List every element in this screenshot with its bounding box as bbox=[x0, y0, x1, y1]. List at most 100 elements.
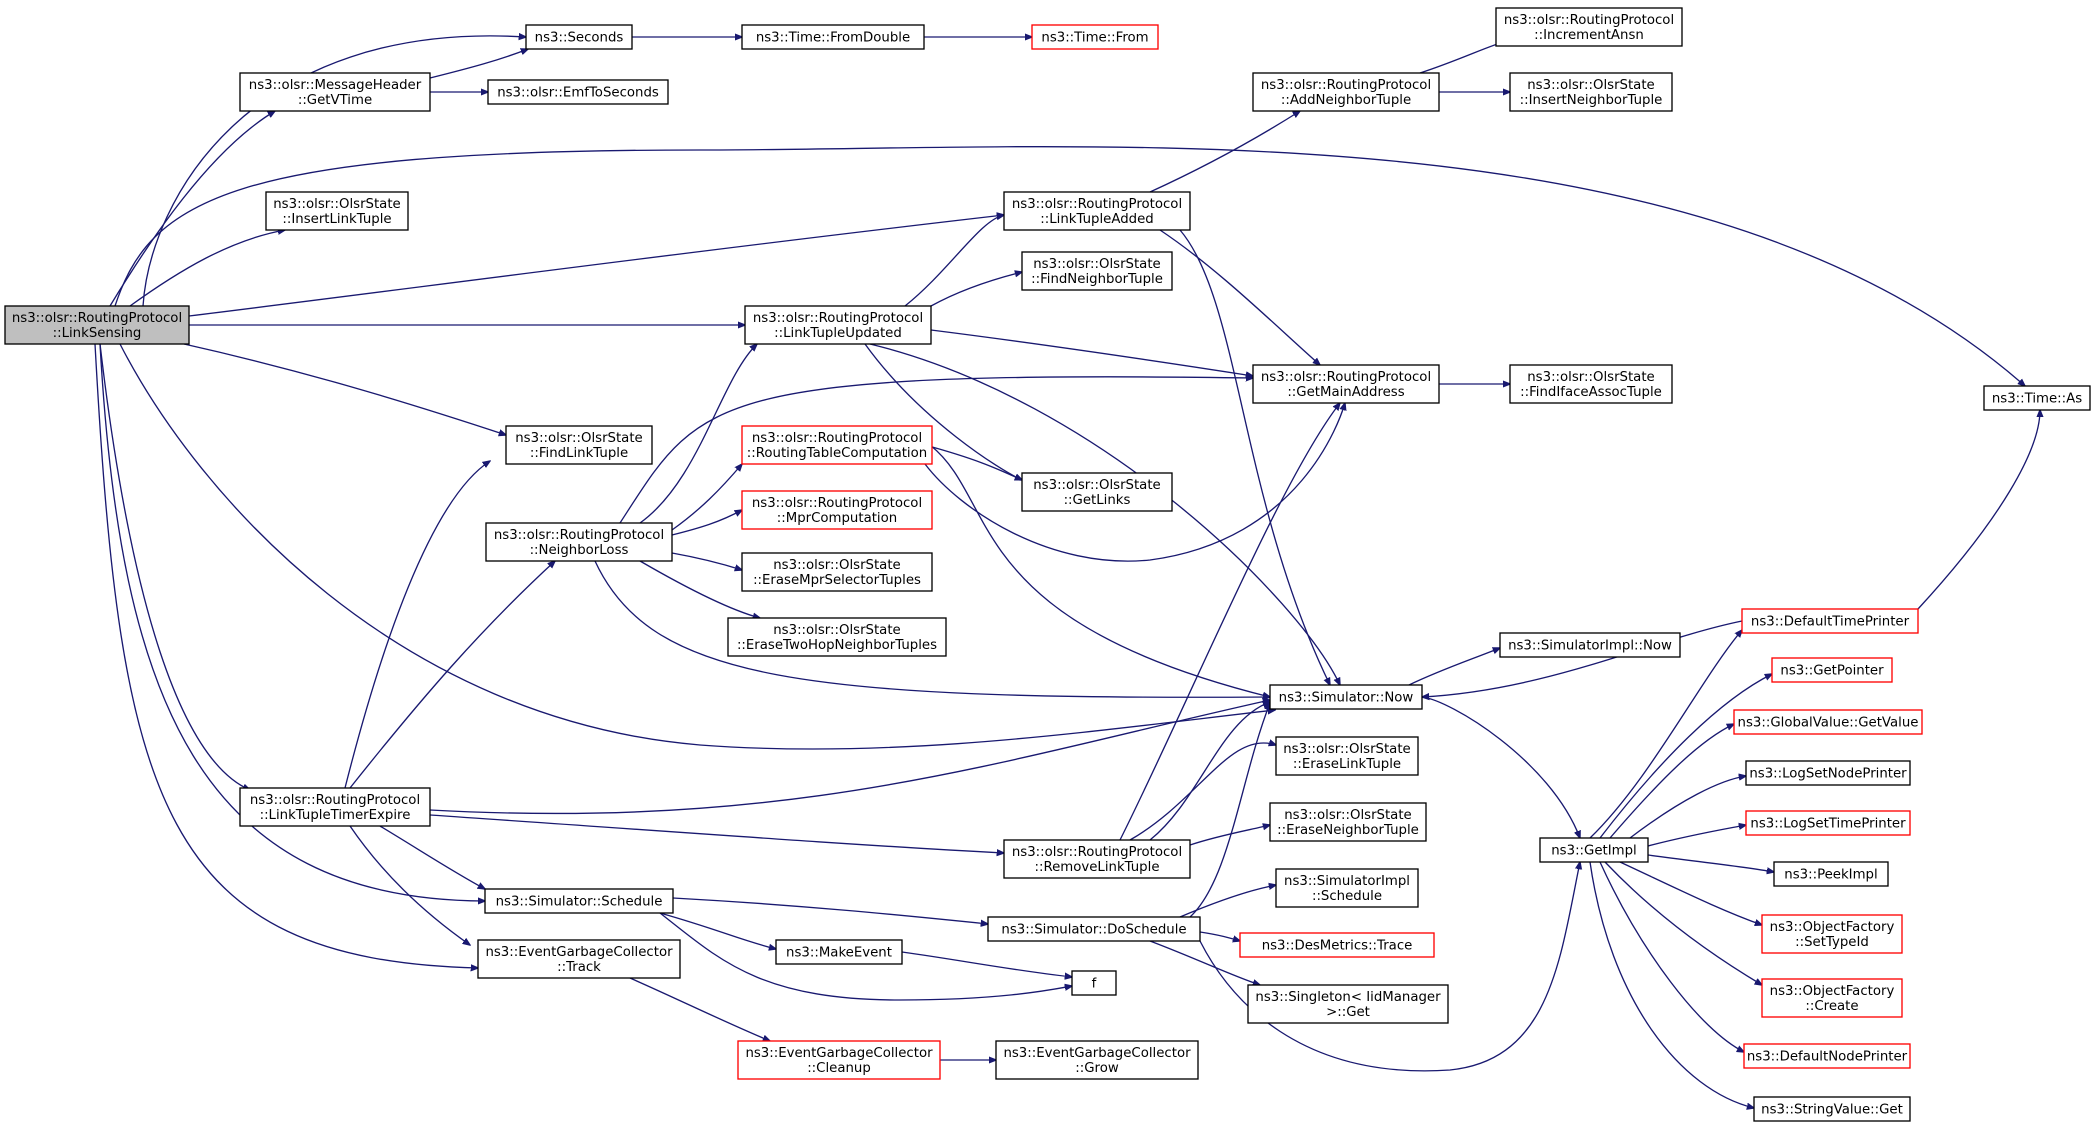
edge-linktupleupdated-to-findneighbortuple bbox=[930, 272, 1022, 307]
edge-neighborloss-to-linktupleupdated bbox=[639, 344, 757, 524]
node-box bbox=[775, 939, 903, 965]
node-objectfactorysettypeid[interactable]: ns3::ObjectFactory::SetTypeId bbox=[1761, 914, 1903, 954]
edge-simulatorschedule-to-f bbox=[659, 912, 1072, 1001]
node-simulatorimplschedule[interactable]: ns3::SimulatorImpl::Schedule bbox=[1275, 868, 1419, 908]
node-erasemprselectortuples[interactable]: ns3::olsr::OlsrState::EraseMprSelectorTu… bbox=[741, 552, 933, 592]
node-defaultnodeprinter[interactable]: ns3::DefaultNodePrinter bbox=[1743, 1043, 1911, 1069]
node-emftoseconds[interactable]: ns3::olsr::EmfToSeconds bbox=[487, 79, 669, 105]
node-box bbox=[1275, 868, 1419, 908]
node-eraseneighbortuple[interactable]: ns3::olsr::OlsrState::EraseNeighborTuple bbox=[1269, 802, 1427, 842]
edge-doschedule-to-singletonget bbox=[1149, 940, 1260, 985]
edge-getimpl-to-getpointer bbox=[1599, 674, 1772, 839]
node-neighborloss[interactable]: ns3::olsr::RoutingProtocol::NeighborLoss bbox=[485, 522, 673, 562]
node-label: ::EraseTwoHopNeighborTuples bbox=[737, 638, 937, 653]
node-box bbox=[1509, 72, 1673, 112]
node-label: ns3::olsr::OlsrState bbox=[773, 623, 900, 638]
node-getmainaddress[interactable]: ns3::olsr::RoutingProtocol::GetMainAddre… bbox=[1252, 364, 1440, 404]
edge-linksensing-to-simulatorschedule bbox=[99, 343, 485, 901]
node-label: ns3::DefaultNodePrinter bbox=[1747, 1050, 1908, 1065]
node-linktupletimerexpire[interactable]: ns3::olsr::RoutingProtocol::LinkTupleTim… bbox=[239, 787, 431, 827]
node-box bbox=[1252, 72, 1440, 112]
node-findlinktuple[interactable]: ns3::olsr::OlsrState::FindLinkTuple bbox=[505, 425, 653, 465]
node-singletonget[interactable]: ns3::Singleton< IidManager >::Get bbox=[1247, 984, 1449, 1024]
node-stringvalueget[interactable]: ns3::StringValue::Get bbox=[1753, 1096, 1911, 1122]
node-egccleanup[interactable]: ns3::EventGarbageCollector::Cleanup bbox=[737, 1040, 941, 1080]
edge-simulatornow-to-getimpl bbox=[1421, 696, 1580, 838]
node-label: ::EraseNeighborTuple bbox=[1277, 823, 1419, 838]
node-insertneighbortuple[interactable]: ns3::olsr::OlsrState::InsertNeighborTupl… bbox=[1509, 72, 1673, 112]
node-label: ::LinkTupleTimerExpire bbox=[260, 808, 411, 823]
edge-linktupleupdated-to-linktupleadded bbox=[904, 215, 1004, 307]
node-simulatorimplnow[interactable]: ns3::SimulatorImpl::Now bbox=[1499, 632, 1681, 658]
edge-getimpl-to-defaulttimeprinter bbox=[1589, 630, 1742, 839]
node-label: ::Create bbox=[1805, 999, 1858, 1014]
node-doschedule[interactable]: ns3::Simulator::DoSchedule bbox=[987, 916, 1201, 942]
node-label: ns3::olsr::OlsrState bbox=[1284, 808, 1411, 823]
node-addneighbortuple[interactable]: ns3::olsr::RoutingProtocol::AddNeighborT… bbox=[1252, 72, 1440, 112]
node-timefrom[interactable]: ns3::Time::From bbox=[1031, 24, 1159, 50]
edge-routingtablecomputation-to-getlinks bbox=[924, 444, 1022, 480]
node-timeas[interactable]: ns3::Time::As bbox=[1983, 385, 2091, 411]
edge-makeevent-to-f bbox=[901, 951, 1072, 977]
node-findneighbortuple[interactable]: ns3::olsr::OlsrState::FindNeighborTuple bbox=[1021, 251, 1173, 291]
node-findifaceassoctuple[interactable]: ns3::olsr::OlsrState::FindIfaceAssocTupl… bbox=[1509, 364, 1673, 404]
node-logsettimeprinter[interactable]: ns3::LogSetTimePrinter bbox=[1745, 810, 1911, 836]
node-makeevent[interactable]: ns3::MakeEvent bbox=[775, 939, 903, 965]
node-desmetricstrace[interactable]: ns3::DesMetrics::Trace bbox=[1239, 932, 1435, 958]
node-peekimpl[interactable]: ns3::PeekImpl bbox=[1773, 861, 1889, 887]
node-egcgrow[interactable]: ns3::EventGarbageCollector::Grow bbox=[995, 1040, 1199, 1080]
node-label: ns3::olsr::EmfToSeconds bbox=[497, 86, 659, 101]
node-label: ns3::DesMetrics::Trace bbox=[1262, 939, 1413, 954]
node-label: ns3::olsr::RoutingProtocol bbox=[1012, 197, 1182, 212]
node-box bbox=[1021, 472, 1173, 512]
node-seconds[interactable]: ns3::Seconds bbox=[525, 24, 633, 50]
node-label: ::NeighborLoss bbox=[530, 543, 629, 558]
node-defaulttimeprinter[interactable]: ns3::DefaultTimePrinter bbox=[1741, 608, 1919, 634]
edge-linksensing-to-getvtime bbox=[109, 111, 275, 307]
node-linktupleadded[interactable]: ns3::olsr::RoutingProtocol::LinkTupleAdd… bbox=[1003, 191, 1191, 231]
node-label: ns3::olsr::OlsrState bbox=[1283, 742, 1410, 757]
node-objectfactorycreate[interactable]: ns3::ObjectFactory::Create bbox=[1761, 978, 1903, 1018]
node-label: ns3::olsr::OlsrState bbox=[515, 431, 642, 446]
node-erasetwohopneighbortuples[interactable]: ns3::olsr::OlsrState::EraseTwoHopNeighbo… bbox=[727, 617, 947, 657]
node-insertlinktuple[interactable]: ns3::olsr::OlsrState::InsertLinkTuple bbox=[265, 191, 409, 231]
node-label: ns3::ObjectFactory bbox=[1770, 920, 1895, 935]
node-fromdouble[interactable]: ns3::Time::FromDouble bbox=[741, 24, 925, 50]
node-label: ns3::olsr::RoutingProtocol bbox=[1504, 13, 1674, 28]
node-linktupleupdated[interactable]: ns3::olsr::RoutingProtocol::LinkTupleUpd… bbox=[744, 305, 932, 345]
node-mprcomputation[interactable]: ns3::olsr::RoutingProtocol::MprComputati… bbox=[741, 490, 933, 530]
node-label: ::Schedule bbox=[1312, 889, 1382, 904]
node-getlinks[interactable]: ns3::olsr::OlsrState::GetLinks bbox=[1021, 472, 1173, 512]
node-box bbox=[1275, 736, 1419, 776]
node-simulatornow[interactable]: ns3::Simulator::Now bbox=[1269, 684, 1423, 710]
node-eraselinktuple[interactable]: ns3::olsr::OlsrState::EraseLinkTuple bbox=[1275, 736, 1419, 776]
node-routingtablecomputation[interactable]: ns3::olsr::RoutingProtocol::RoutingTable… bbox=[741, 425, 933, 465]
node-box bbox=[727, 617, 947, 657]
node-logsetnodeprinter[interactable]: ns3::LogSetNodePrinter bbox=[1745, 760, 1911, 786]
node-label: ns3::Time::FromDouble bbox=[756, 31, 910, 46]
node-label: ::InsertLinkTuple bbox=[282, 212, 391, 227]
node-getpointer[interactable]: ns3::GetPointer bbox=[1771, 657, 1893, 683]
edge-getimpl-to-logsetnodeprinter bbox=[1629, 776, 1746, 839]
node-label: ::RoutingTableComputation bbox=[747, 446, 927, 461]
node-getimpl[interactable]: ns3::GetImpl bbox=[1539, 837, 1649, 863]
node-label: ::Cleanup bbox=[807, 1061, 871, 1076]
node-egctrack[interactable]: ns3::EventGarbageCollector::Track bbox=[477, 939, 681, 979]
node-label: ns3::PeekImpl bbox=[1784, 868, 1877, 883]
node-label: ::LinkTupleUpdated bbox=[774, 326, 902, 341]
node-box bbox=[744, 305, 932, 345]
edge-neighborloss-to-simulatornow bbox=[594, 560, 1270, 697]
node-globalvaluegetvalue[interactable]: ns3::GlobalValue::GetValue bbox=[1733, 709, 1923, 735]
node-f[interactable]: f bbox=[1071, 970, 1117, 996]
edge-linktupletimerexpire-to-removelinktuple bbox=[429, 814, 1004, 853]
node-simulatorschedule[interactable]: ns3::Simulator::Schedule bbox=[484, 888, 674, 914]
edge-getimpl-to-peekimpl bbox=[1647, 854, 1774, 872]
node-label: ::IncrementAnsn bbox=[1534, 28, 1644, 43]
node-removelinktuple[interactable]: ns3::olsr::RoutingProtocol::RemoveLinkTu… bbox=[1003, 839, 1191, 879]
node-incrementansn[interactable]: ns3::olsr::RoutingProtocol::IncrementAns… bbox=[1495, 7, 1683, 47]
edge-egctrack-to-egccleanup bbox=[629, 977, 770, 1041]
node-getvtime[interactable]: ns3::olsr::MessageHeader::GetVTime bbox=[239, 72, 431, 112]
edge-getimpl-to-objectfactorysettypeid bbox=[1619, 861, 1762, 925]
node-box bbox=[737, 1040, 941, 1080]
